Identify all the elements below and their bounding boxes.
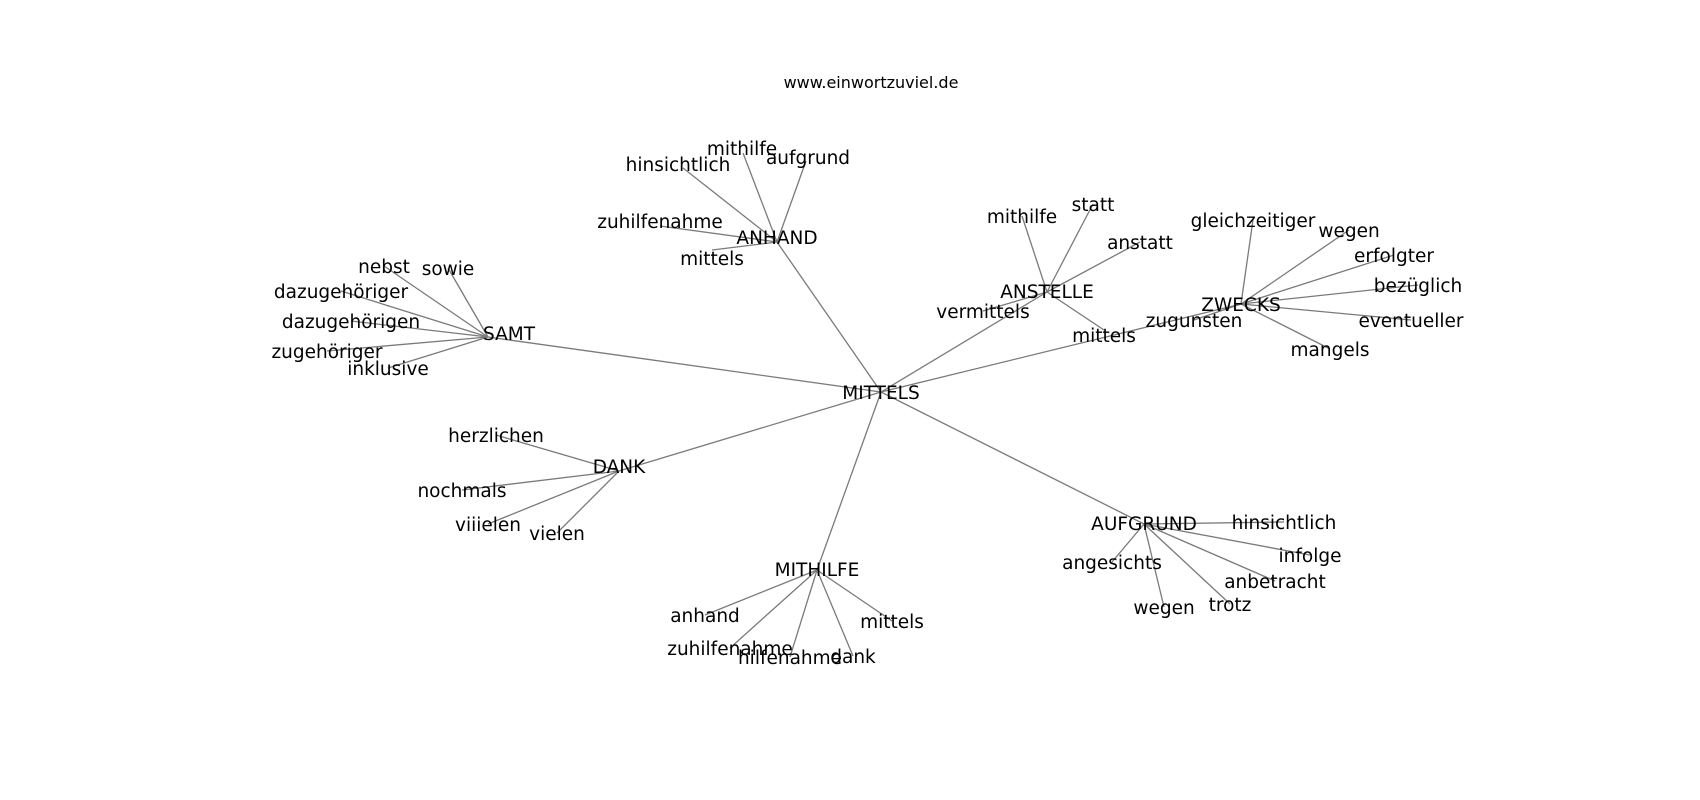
leaf-node-label: mittels — [1072, 326, 1136, 347]
leaf-node-label: hilfenahme — [738, 648, 842, 669]
leaf-node-label: anhand — [670, 606, 740, 627]
leaf-node-label: zuhilfenahme — [597, 212, 723, 233]
edge-zwecks_bezueglich — [1240, 284, 1419, 305]
leaf-node-label: angesichts — [1062, 553, 1162, 574]
leaf-node-label: anstatt — [1107, 233, 1173, 254]
leaf-node-label: vermittels — [936, 302, 1029, 323]
leaf-node-label: hinsichtlich — [1232, 513, 1337, 534]
leaf-node-label: statt — [1072, 195, 1115, 216]
hub-node-label: AUFGRUND — [1091, 514, 1197, 535]
edge-anstelle_mittels — [1046, 291, 1105, 331]
edge-aufgrund_hinsichtlich — [1143, 521, 1285, 525]
leaf-node-label: dank — [830, 647, 876, 668]
edge-center-zwecks — [880, 303, 1242, 393]
leaf-node-label: infolge — [1279, 546, 1342, 567]
edge-anhand_mithilfe — [742, 152, 778, 243]
edge-dank_nochmals — [461, 470, 620, 491]
edge-samt_dazugehoerigen — [350, 320, 489, 338]
hub-node-label: ANSTELLE — [1000, 282, 1094, 303]
edge-center-anhand — [776, 241, 882, 393]
leaf-node-label: zugehöriger — [271, 342, 382, 363]
edge-aufgrund_angesichts — [1111, 523, 1145, 563]
edge-zwecks_gleichzeitiger — [1240, 219, 1254, 305]
edge-zwecks_erfolgter — [1240, 254, 1395, 305]
edge-mithilfe_anhand — [704, 569, 818, 616]
edge-zwecks_zugunsten — [1193, 303, 1242, 321]
edge-zwecks_eventueller — [1240, 303, 1412, 321]
leaf-node-label: viiielen — [455, 515, 521, 536]
edges-layer — [326, 152, 1419, 658]
edge-mithilfe_zuhilfenahme — [729, 569, 818, 649]
edge-samt_inklusive — [387, 336, 489, 369]
leaf-node-label: sowie — [422, 259, 475, 280]
leaf-node-label: dazugehörigen — [282, 312, 420, 333]
hub-node-label: SAMT — [483, 324, 536, 345]
leaf-node-label: mithilfe — [987, 207, 1057, 228]
leaf-node-label: mangels — [1291, 340, 1370, 361]
edge-aufgrund_infolge — [1143, 523, 1311, 556]
edge-center-mithilfe — [816, 391, 882, 571]
edge-anstelle_statt — [1046, 203, 1094, 293]
edge-center-aufgrund — [880, 391, 1145, 525]
edge-center-samt — [487, 336, 882, 393]
leaf-node-label: bezüglich — [1374, 276, 1462, 297]
edge-zwecks_mangels — [1240, 303, 1331, 350]
edge-samt_zugehoeriger — [326, 336, 489, 352]
leaf-node-label: nebst — [358, 257, 410, 278]
hub-node-label: DANK — [593, 457, 646, 478]
edge-mithilfe_mittels — [816, 569, 893, 622]
leaf-node-label: gleichzeitiger — [1191, 211, 1316, 232]
leaf-node-label: wegen — [1318, 221, 1379, 242]
edge-anhand_aufgrund — [776, 160, 807, 243]
edge-dank_vielen — [556, 470, 620, 534]
edge-anhand_hinsichtlich — [682, 167, 778, 243]
leaf-node-label: hinsichtlich — [626, 155, 731, 176]
labels-layer: MITTELSANHANDhinsichtlichmithilfeaufgrun… — [271, 139, 1463, 669]
edge-aufgrund_wegen — [1143, 523, 1165, 608]
leaf-node-label: wegen — [1133, 598, 1194, 619]
edge-dank_viiielen — [487, 470, 620, 525]
leaf-node-label: nochmals — [417, 481, 506, 502]
leaf-node-label: zuhilfenahme — [667, 639, 793, 660]
center-node-label: MITTELS — [842, 383, 919, 404]
hub-node-label: ANHAND — [736, 228, 817, 249]
hub-node-label: ZWECKS — [1201, 295, 1280, 316]
leaf-node-label: mithilfe — [707, 139, 777, 160]
leaf-node-label: trotz — [1209, 595, 1252, 616]
edge-center-anstelle — [880, 291, 1048, 393]
leaf-node-label: mittels — [680, 249, 744, 270]
edge-aufgrund_trotz — [1143, 523, 1231, 605]
edge-mithilfe_dank — [816, 569, 854, 657]
leaf-node-label: erfolgter — [1354, 246, 1434, 267]
edge-samt_nebst — [383, 265, 489, 338]
edge-anstelle_vermittels — [982, 291, 1048, 312]
edge-dank_herzlichen — [495, 434, 620, 472]
leaf-node-label: vielen — [529, 524, 585, 545]
edge-samt_sowie — [447, 267, 489, 338]
edge-anhand_mittels — [711, 241, 778, 251]
edge-anhand_zuhilfenahme — [659, 225, 778, 243]
edge-samt_dazugehoeriger — [340, 290, 489, 338]
leaf-node-label: herzlichen — [448, 426, 544, 447]
edge-center-dank — [618, 391, 882, 472]
leaf-node-label: anbetracht — [1224, 572, 1326, 593]
leaf-node-label: eventueller — [1358, 311, 1463, 332]
leaf-node-label: inklusive — [347, 359, 429, 380]
leaf-node-label: aufgrund — [766, 148, 850, 169]
edge-anstelle_anstatt — [1046, 241, 1141, 293]
leaf-node-label: mittels — [860, 612, 924, 633]
edge-mithilfe_hilfenahme — [789, 569, 818, 658]
edge-aufgrund_anbetracht — [1143, 523, 1276, 582]
edge-zwecks_wegen — [1240, 229, 1350, 305]
page-title: www.einwortzuviel.de — [784, 73, 959, 92]
hub-node-label: MITHILFE — [775, 560, 860, 581]
edge-anstelle_mithilfe — [1021, 215, 1048, 293]
leaf-node-label: dazugehöriger — [274, 282, 409, 303]
leaf-node-label: zugunsten — [1146, 311, 1243, 332]
